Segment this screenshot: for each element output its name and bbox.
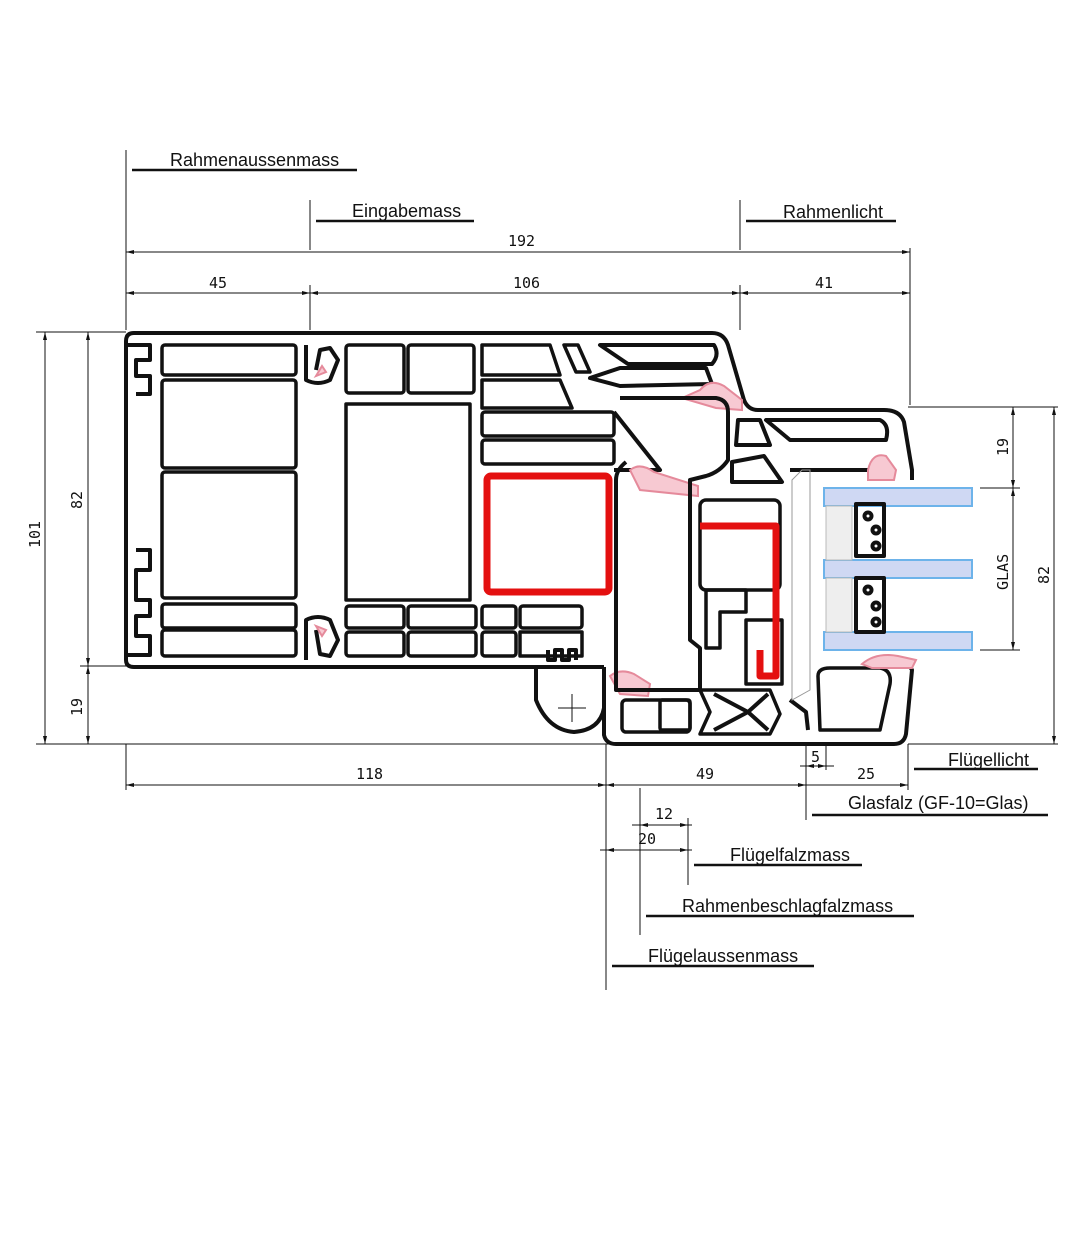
fluegelfalzmass-label: Flügelfalzmass bbox=[730, 845, 850, 865]
fluegelaussenmass-callout: Flügelaussenmass bbox=[612, 946, 814, 968]
fluegelaussenmass-label: Flügelaussenmass bbox=[648, 946, 798, 966]
glasfalz-callout: Glasfalz (GF-10=Glas) bbox=[812, 793, 1048, 817]
glass-pane-3 bbox=[823, 631, 973, 651]
fluegellicht-callout: Flügellicht bbox=[914, 750, 1038, 771]
rahmenbeschlagfalzmass-callout: Rahmenbeschlagfalzmass bbox=[646, 896, 914, 918]
dimension-left-vertical: 101 82 19 bbox=[26, 331, 610, 745]
fluegelfalzmass-callout: Flügelfalzmass bbox=[694, 845, 862, 867]
dimension-20-value: 20 bbox=[638, 830, 656, 848]
glass-pane-1 bbox=[823, 487, 973, 507]
dimension-101-value: 101 bbox=[26, 521, 44, 548]
rahmenlicht-callout: Rahmenlicht bbox=[739, 200, 896, 250]
rahmenaussenmass-label: Rahmenaussenmass bbox=[170, 150, 339, 170]
dimension-19-value: 19 bbox=[68, 698, 86, 716]
dimension-5-value: 5 bbox=[811, 748, 820, 766]
rahmenlicht-label: Rahmenlicht bbox=[783, 202, 883, 222]
spacer-1 bbox=[854, 502, 886, 558]
dimension-12-value: 12 bbox=[655, 805, 673, 823]
dimension-25-value: 25 bbox=[857, 765, 875, 783]
dimension-45-value: 45 bbox=[209, 274, 227, 292]
glass-pane-2 bbox=[823, 559, 973, 579]
fluegellicht-label: Flügellicht bbox=[948, 750, 1029, 770]
dimension-192: 192 bbox=[126, 232, 911, 405]
glazing-unit bbox=[823, 487, 973, 651]
falz-dimensions: 12 20 bbox=[600, 788, 692, 935]
dimension-glass-top-value: 19 bbox=[994, 438, 1012, 456]
dimension-118-value: 118 bbox=[356, 765, 383, 783]
sash-profile bbox=[602, 396, 918, 746]
dimension-49-value: 49 bbox=[696, 765, 714, 783]
gasket-glazing-top bbox=[867, 454, 898, 481]
rahmenbeschlagfalzmass-label: Rahmenbeschlagfalzmass bbox=[682, 896, 893, 916]
steel-reinforcement-frame bbox=[483, 472, 613, 596]
dimension-106-value: 106 bbox=[513, 274, 540, 292]
dimension-row-frame: 45 106 41 bbox=[125, 252, 910, 330]
dimension-82-value: 82 bbox=[68, 491, 86, 509]
dimension-192-value: 192 bbox=[508, 232, 535, 250]
eingabemass-label: Eingabemass bbox=[352, 201, 461, 221]
spacer-2 bbox=[854, 576, 886, 634]
dimension-41-value: 41 bbox=[815, 274, 833, 292]
dimension-right-vertical: 19 GLAS 82 bbox=[908, 406, 1058, 745]
frame-profile bbox=[124, 331, 914, 734]
eingabemass-callout: Eingabemass bbox=[309, 200, 474, 250]
gasket-glazing-bottom bbox=[860, 654, 918, 669]
steel-reinforcement-sash bbox=[700, 522, 780, 680]
gasket-mid bbox=[628, 465, 699, 498]
glasfalz-label: Glasfalz (GF-10=Glas) bbox=[848, 793, 1029, 813]
glas-label: GLAS bbox=[994, 554, 1012, 590]
rahmenaussenmass-callout: Rahmenaussenmass bbox=[125, 150, 357, 252]
dimension-glass-height-value: 82 bbox=[1035, 566, 1053, 584]
dimension-bottom: 118 49 5 25 bbox=[125, 744, 909, 990]
